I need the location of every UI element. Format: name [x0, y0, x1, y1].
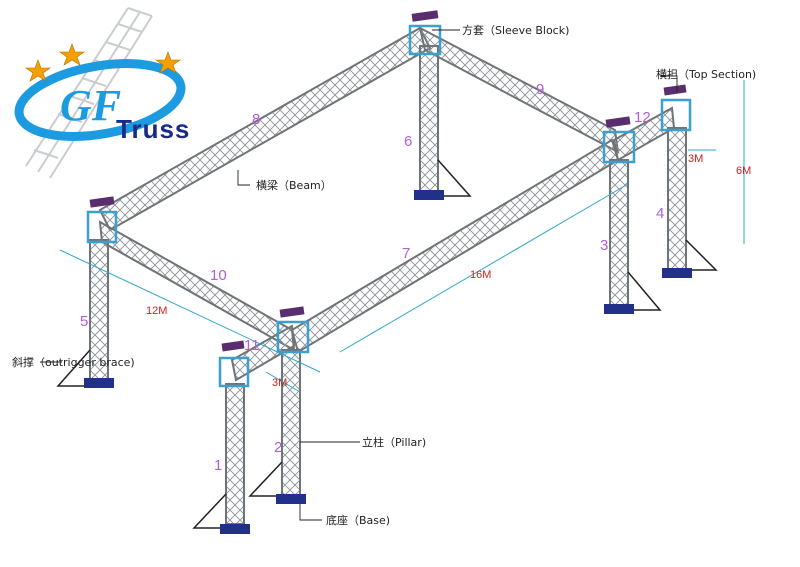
logo-swoosh-icon — [14, 59, 186, 141]
beam-7 — [290, 138, 620, 354]
pillar-3 — [609, 159, 629, 309]
part-number-1: 1 — [214, 457, 222, 474]
pillar-6 — [419, 45, 439, 195]
callout-pillar: 立柱（Pillar) — [362, 435, 426, 449]
part-number-7: 7 — [402, 245, 410, 262]
sleeve-5 — [86, 210, 118, 244]
part-number-4: 4 — [656, 205, 664, 222]
callout-base: 底座（Base) — [326, 513, 390, 527]
pillar-bases — [84, 190, 692, 534]
sleeve-2 — [276, 320, 310, 354]
part-number-6: 6 — [404, 133, 412, 150]
part-number-2: 2 — [274, 439, 282, 456]
pillar-2 — [281, 349, 301, 497]
dim-3m-front-line — [265, 371, 301, 393]
beam-9 — [418, 26, 620, 154]
base-3 — [604, 304, 634, 314]
gf-truss-logo: GF Truss — [14, 7, 190, 179]
callout-beam: 横梁（Beam） — [256, 178, 332, 192]
dim-length-label: 16M — [470, 269, 491, 281]
sleeve-6 — [408, 24, 442, 56]
dim-12m-line — [59, 249, 321, 373]
part-number-12: 12 — [634, 109, 651, 126]
part-number-8: 8 — [252, 111, 260, 128]
pillar-1 — [225, 383, 245, 525]
dim-width-label: 12M — [146, 305, 167, 317]
callout-outrigger-brace: 斜撑（outrigger brace) — [12, 355, 135, 369]
callout-top-section: 横担（Top Section) — [656, 67, 756, 81]
pillar-4 — [667, 127, 687, 273]
logo-stars-icon — [25, 43, 181, 82]
base-5 — [84, 378, 114, 388]
sleeve-1 — [218, 356, 250, 388]
dimension-lines — [59, 80, 745, 393]
callout-sleeve-block: 方套（Sleeve Block) — [462, 23, 569, 37]
base-2 — [276, 494, 306, 504]
part-number-10: 10 — [210, 267, 227, 284]
dim-extension-right-label: 3M — [688, 153, 703, 165]
top-caps — [89, 10, 687, 352]
sleeve-3 — [602, 130, 636, 164]
sleeve-blocks — [86, 24, 692, 388]
base-1 — [220, 524, 250, 534]
base-6 — [414, 190, 444, 200]
beam-10 — [98, 220, 296, 352]
callout-leaders — [40, 29, 678, 521]
truss-beams — [98, 26, 676, 382]
base-4 — [662, 268, 692, 278]
logo-word: Truss — [116, 114, 190, 144]
dim-16m-line — [339, 183, 629, 353]
part-number-9: 9 — [536, 81, 544, 98]
part-number-3: 3 — [600, 237, 608, 254]
truss-pillars — [89, 45, 687, 525]
logo-letters: GF — [60, 81, 121, 130]
dim-height-label: 6M — [736, 165, 751, 177]
sleeve-4 — [660, 98, 692, 132]
part-number-5: 5 — [80, 313, 88, 330]
outrigger-braces — [56, 159, 718, 529]
dim-extension-front-label: 3M — [272, 377, 287, 389]
part-number-11: 11 — [244, 337, 260, 354]
